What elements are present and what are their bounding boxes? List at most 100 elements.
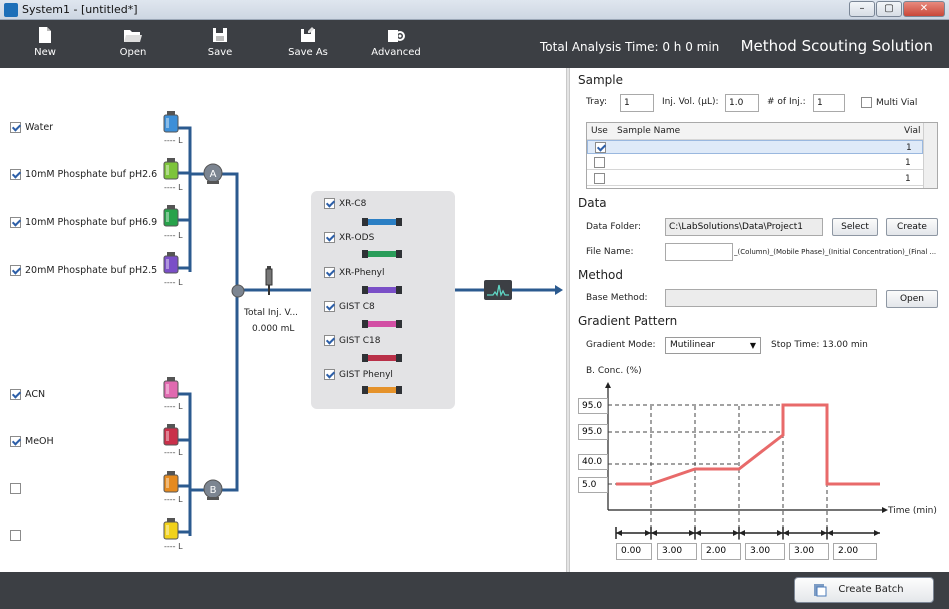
file-name-suffix: _(Column)_(Mobile Phase)_(Initial Concen…: [734, 248, 937, 256]
flow-diagram-pane: Water 10mM Phosphate buf pH2.6 10mM Phos…: [0, 68, 566, 572]
minimize-icon[interactable]: –: [849, 1, 875, 17]
solvent-a4[interactable]: 20mM Phosphate buf pH2.5: [10, 265, 157, 276]
time-span-arrow-icon: [650, 527, 695, 539]
row-3-use-checkbox[interactable]: [594, 173, 605, 184]
gradient-y-axis-label: B. Conc. (%): [586, 366, 642, 376]
save-button-label: Save: [207, 47, 233, 58]
solvent-a2-checkbox[interactable]: [10, 169, 21, 180]
column-tube-icon: [362, 286, 402, 294]
column-1-checkbox[interactable]: [324, 198, 335, 209]
column-graphics: [362, 218, 402, 394]
injvol-input[interactable]: 1.0: [725, 94, 759, 112]
title-bar: System1 - [untitled*] – ▢ ✕: [0, 0, 949, 20]
open-button[interactable]: Open: [103, 26, 163, 58]
sample-table-scrollbar[interactable]: [923, 123, 937, 188]
header-use: Use: [591, 126, 608, 136]
pane-splitter[interactable]: [566, 68, 570, 572]
column-item-6[interactable]: GIST Phenyl: [324, 369, 393, 380]
time-input-2[interactable]: 3.00: [657, 543, 697, 560]
solvent-a4-checkbox[interactable]: [10, 265, 21, 276]
column-6-label: GIST Phenyl: [339, 369, 393, 380]
solvent-b2[interactable]: MeOH: [10, 436, 54, 447]
column-6-checkbox[interactable]: [324, 369, 335, 380]
advanced-settings-icon: [388, 30, 405, 42]
time-input-1[interactable]: 0.00: [616, 543, 652, 560]
new-button[interactable]: New: [15, 26, 75, 58]
maximize-icon[interactable]: ▢: [876, 1, 902, 17]
stop-time-text: Stop Time: 13.00 min: [771, 340, 868, 350]
time-input-6[interactable]: 2.00: [833, 543, 877, 560]
column-5-checkbox[interactable]: [324, 335, 335, 346]
column-2-label: XR-ODS: [339, 232, 375, 243]
multivial-label: Multi Vial: [876, 97, 918, 108]
solvent-b1-checkbox[interactable]: [10, 389, 21, 400]
column-item-1[interactable]: XR-C8: [324, 198, 366, 209]
sample-table-header: Use Sample Name Vial: [587, 123, 923, 140]
row-2-vial[interactable]: 1: [905, 158, 911, 168]
solvent-a2[interactable]: 10mM Phosphate buf pH2.6: [10, 169, 157, 180]
column-item-2[interactable]: XR-ODS: [324, 232, 374, 243]
advanced-button[interactable]: Advanced: [366, 26, 426, 58]
create-folder-button[interactable]: Create: [886, 218, 938, 236]
column-4-checkbox[interactable]: [324, 301, 335, 312]
open-method-button[interactable]: Open: [886, 290, 938, 308]
solvent-a3[interactable]: 10mM Phosphate buf pH6.9: [10, 217, 157, 228]
solvent-b1[interactable]: ACN: [10, 389, 45, 400]
solvent-b4[interactable]: [10, 530, 25, 541]
conc-input-4[interactable]: 5.0: [578, 477, 608, 493]
column-item-5[interactable]: GIST C18: [324, 335, 380, 346]
table-row[interactable]: 1: [587, 156, 923, 170]
new-button-label: New: [34, 47, 56, 58]
gradient-section-title: Gradient Pattern: [578, 314, 678, 328]
numinj-input[interactable]: 1: [813, 94, 845, 112]
time-input-4[interactable]: 3.00: [745, 543, 785, 560]
column-tube-icon: [362, 250, 402, 258]
base-method-input[interactable]: [665, 289, 877, 307]
close-icon[interactable]: ✕: [903, 1, 945, 17]
save-as-button[interactable]: Save As: [278, 26, 338, 58]
advanced-button-label: Advanced: [371, 47, 421, 58]
tray-input[interactable]: 1: [620, 94, 654, 112]
conc-input-1[interactable]: 95.0: [578, 398, 608, 414]
select-folder-button[interactable]: Select: [832, 218, 878, 236]
solvent-b3-checkbox[interactable]: [10, 483, 21, 494]
multivial-checkbox[interactable]: [861, 97, 872, 108]
solvent-b3[interactable]: [10, 483, 25, 494]
data-section-title: Data: [578, 196, 607, 210]
create-batch-button[interactable]: Create Batch: [794, 577, 934, 603]
gradient-mode-select[interactable]: Mutilinear ▼: [665, 337, 761, 354]
row-1-vial[interactable]: 1: [906, 143, 912, 153]
row-2-use-checkbox[interactable]: [594, 157, 605, 168]
data-folder-input[interactable]: C:\LabSolutions\Data\Project1: [665, 218, 823, 236]
bottle-b4-level: ---- L: [164, 542, 183, 551]
time-input-3[interactable]: 2.00: [701, 543, 741, 560]
column-3-checkbox[interactable]: [324, 267, 335, 278]
time-span-arrow-icon: [782, 527, 827, 539]
conc-input-2[interactable]: 95.0: [578, 424, 608, 440]
column-2-checkbox[interactable]: [324, 232, 335, 243]
table-row[interactable]: 1: [587, 140, 923, 154]
gradient-x-axis-label: Time (min): [888, 506, 937, 516]
column-tube-icon: [362, 386, 402, 394]
conc-input-3[interactable]: 40.0: [578, 454, 608, 470]
solvent-a1-checkbox[interactable]: [10, 122, 21, 133]
save-button[interactable]: Save: [190, 26, 250, 58]
row-3-vial[interactable]: 1: [905, 174, 911, 184]
column-item-4[interactable]: GIST C8: [324, 301, 375, 312]
flow-arrow-icon: [555, 285, 563, 295]
file-name-input[interactable]: [665, 243, 733, 261]
injvol-label: Inj. Vol. (µL):: [662, 97, 719, 107]
solvent-b4-checkbox[interactable]: [10, 530, 21, 541]
row-1-use-checkbox[interactable]: [595, 142, 606, 153]
numinj-label: # of Inj.:: [767, 97, 806, 107]
table-row[interactable]: 1: [587, 172, 923, 186]
solvent-a1[interactable]: Water: [10, 122, 53, 133]
solvent-a3-checkbox[interactable]: [10, 217, 21, 228]
column-item-3[interactable]: XR-Phenyl: [324, 267, 385, 278]
column-tube-icon: [362, 320, 402, 328]
time-span-arrow-icon: [615, 527, 651, 539]
injector-icon: [265, 266, 273, 295]
multivial-option[interactable]: Multi Vial: [861, 97, 917, 108]
time-input-5[interactable]: 3.00: [789, 543, 829, 560]
solvent-b2-checkbox[interactable]: [10, 436, 21, 447]
